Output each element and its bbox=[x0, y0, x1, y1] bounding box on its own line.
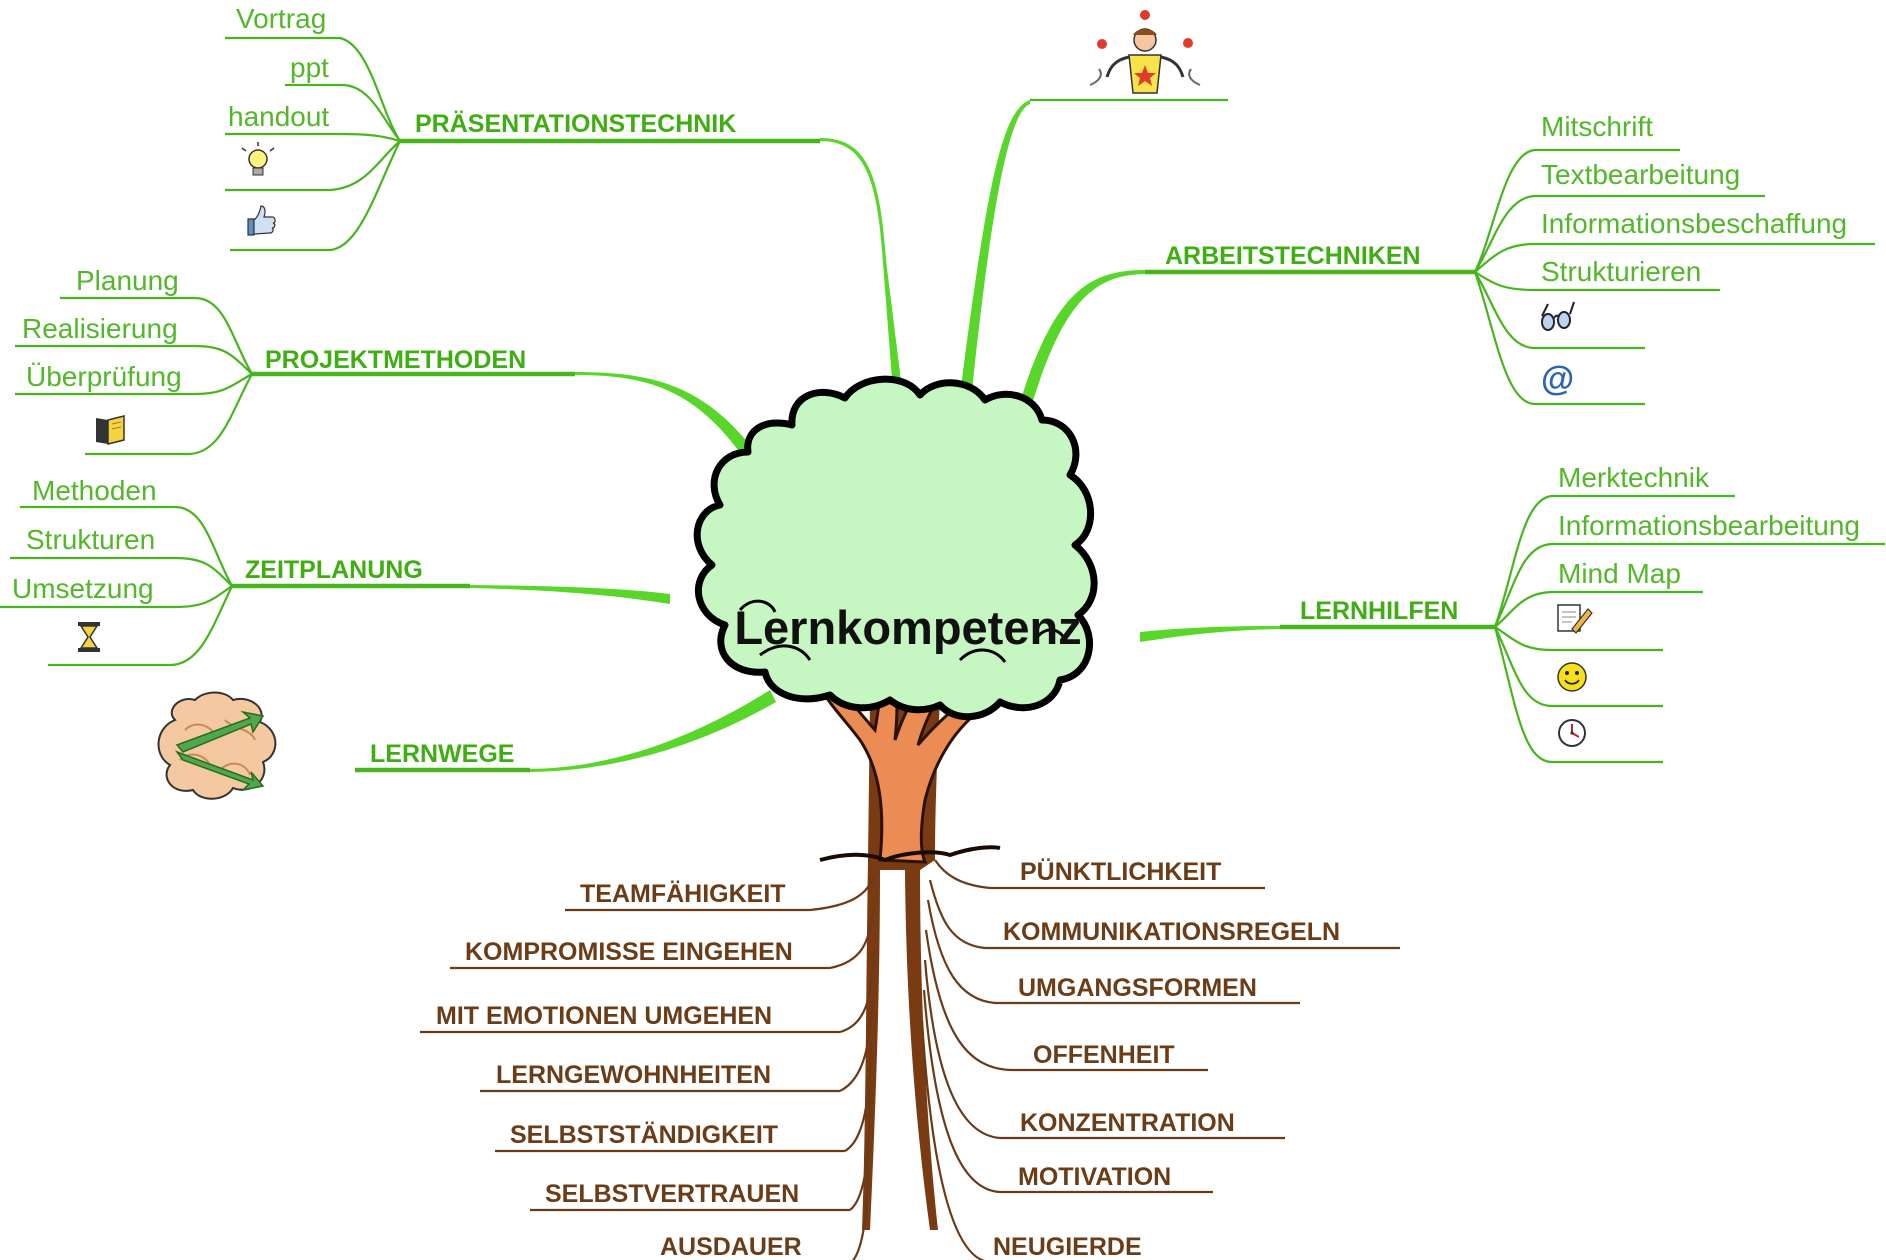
svg-text:@: @ bbox=[1541, 360, 1574, 398]
leaf-umsetzung: Umsetzung bbox=[12, 573, 154, 604]
root-selbststaendigkeit: SELBSTSTÄNDIGKEIT bbox=[510, 1121, 778, 1149]
branch-title-lernhilfen: LERNHILFEN bbox=[1300, 597, 1458, 625]
root-kompromisse-eingehen: KOMPROMISSE EINGEHEN bbox=[465, 938, 793, 966]
root-konzentration: KONZENTRATION bbox=[1020, 1109, 1235, 1137]
leaf-strukturieren: Strukturieren bbox=[1541, 256, 1701, 287]
leaf-informationsbearbeitung: Informationsbearbeitung bbox=[1558, 510, 1860, 541]
root-ausdauer: AUSDAUER bbox=[660, 1233, 802, 1260]
leaf-mitschrift: Mitschrift bbox=[1541, 111, 1653, 142]
lightbulb-icon bbox=[241, 142, 275, 176]
branch-title-lernwege: LERNWEGE bbox=[370, 740, 514, 768]
branch-praesentationstechnik-lines bbox=[225, 36, 820, 252]
leaf-handout: handout bbox=[228, 101, 329, 132]
root-umgangsformen: UMGANGSFORMEN bbox=[1018, 974, 1257, 1002]
branch-lernhilfen-lines bbox=[1280, 494, 1885, 764]
branch-title-arbeitstechniken: ARBEITSTECHNIKEN bbox=[1165, 242, 1421, 270]
leaf-merktechnik: Merktechnik bbox=[1558, 462, 1710, 493]
leaf-informationsbeschaffung: Informationsbeschaffung bbox=[1541, 208, 1847, 239]
branch-title-projektmethoden: PROJEKTMETHODEN bbox=[265, 346, 526, 374]
hourglass-icon bbox=[78, 622, 100, 652]
thumbs-up-icon bbox=[247, 205, 276, 236]
root-selbstvertrauen: SELBSTVERTRAUEN bbox=[545, 1180, 799, 1208]
at-sign-icon: @ bbox=[1541, 360, 1574, 398]
branch-title-praesentationstechnik: PRÄSENTATIONSTECHNIK bbox=[415, 110, 736, 138]
leaf-methoden: Methoden bbox=[32, 475, 157, 506]
root-teamfaehigkeit: TEAMFÄHIGKEIT bbox=[580, 880, 786, 908]
leaf-mind-map: Mind Map bbox=[1558, 558, 1681, 589]
leaf-ueberpruefung: Überprüfung bbox=[26, 361, 182, 392]
leaf-vortrag: Vortrag bbox=[236, 3, 326, 34]
leaf-planung: Planung bbox=[76, 265, 179, 296]
roots-left-lines bbox=[420, 874, 876, 1260]
book-icon bbox=[96, 415, 125, 445]
glasses-icon bbox=[1541, 301, 1575, 331]
root-neugierde: NEUGIERDE bbox=[993, 1233, 1142, 1260]
root-motivation: MOTIVATION bbox=[1018, 1163, 1171, 1191]
root-mit-emotionen-umgehen: MIT EMOTIONEN UMGEHEN bbox=[436, 1002, 772, 1030]
branch-title-zeitplanung: ZEITPLANUNG bbox=[245, 556, 423, 584]
tree-crown bbox=[693, 375, 1098, 721]
root-offenheit: OFFENHEIT bbox=[1033, 1041, 1175, 1069]
juggler-icon bbox=[1089, 10, 1201, 94]
tree-trunk bbox=[819, 670, 1001, 1230]
notepad-pencil-icon bbox=[1557, 604, 1593, 634]
smiley-icon bbox=[1557, 662, 1587, 692]
branch-arbeitstechniken-lines bbox=[1145, 148, 1875, 406]
leaf-realisierung: Realisierung bbox=[22, 313, 178, 344]
clock-icon bbox=[1558, 719, 1586, 747]
central-topic: Lernkompetenz bbox=[734, 601, 1081, 654]
leaf-textbearbeitung: Textbearbeitung bbox=[1541, 159, 1740, 190]
roots-right-lines bbox=[920, 859, 1400, 1260]
root-kommunikationsregeln: KOMMUNIKATIONSREGELN bbox=[1003, 918, 1340, 946]
brain-arrows-icon bbox=[157, 691, 277, 800]
leaf-strukturen: Strukturen bbox=[26, 524, 155, 555]
root-puenktlichkeit: PÜNKTLICHKEIT bbox=[1020, 857, 1221, 886]
root-lerngewohnheiten: LERNGEWOHNHEITEN bbox=[496, 1061, 771, 1089]
branch-projektmethoden-lines bbox=[15, 296, 575, 456]
branch-zeitplanung-lines bbox=[0, 505, 470, 667]
leaf-ppt: ppt bbox=[290, 52, 329, 83]
